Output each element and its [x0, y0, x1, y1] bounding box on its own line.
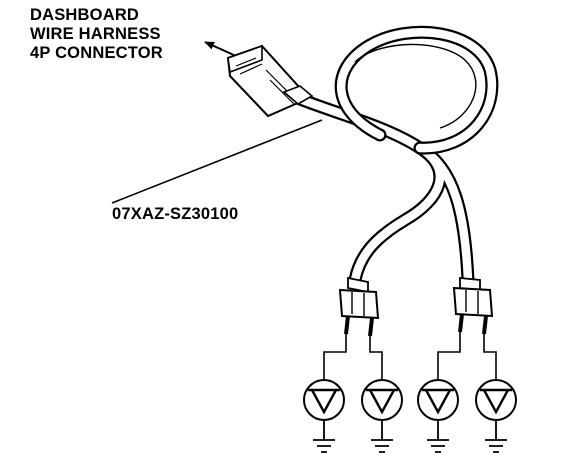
test-lamp-3	[417, 379, 459, 453]
connector-leader-arrow	[204, 41, 237, 57]
connector-callout-label: DASHBOARD WIRE HARNESS 4P CONNECTOR	[30, 6, 163, 63]
connector-label-line-3: 4P CONNECTOR	[30, 44, 163, 62]
lamp-wiring	[323, 346, 497, 380]
test-lamp-1	[303, 379, 345, 453]
test-lamp-4	[475, 379, 517, 453]
part-number-label: 07XAZ-SZ30100	[112, 205, 239, 223]
test-lamp-2	[361, 379, 403, 453]
connector-label-line-1: DASHBOARD	[30, 6, 140, 24]
part-number-leader-line	[111, 119, 323, 204]
left-clip-connector	[338, 276, 380, 348]
harness-cable	[283, 25, 499, 287]
dashboard-4p-connector	[226, 44, 314, 118]
connector-label-line-2: WIRE HARNESS	[30, 25, 161, 43]
right-clip-connector	[452, 277, 494, 348]
